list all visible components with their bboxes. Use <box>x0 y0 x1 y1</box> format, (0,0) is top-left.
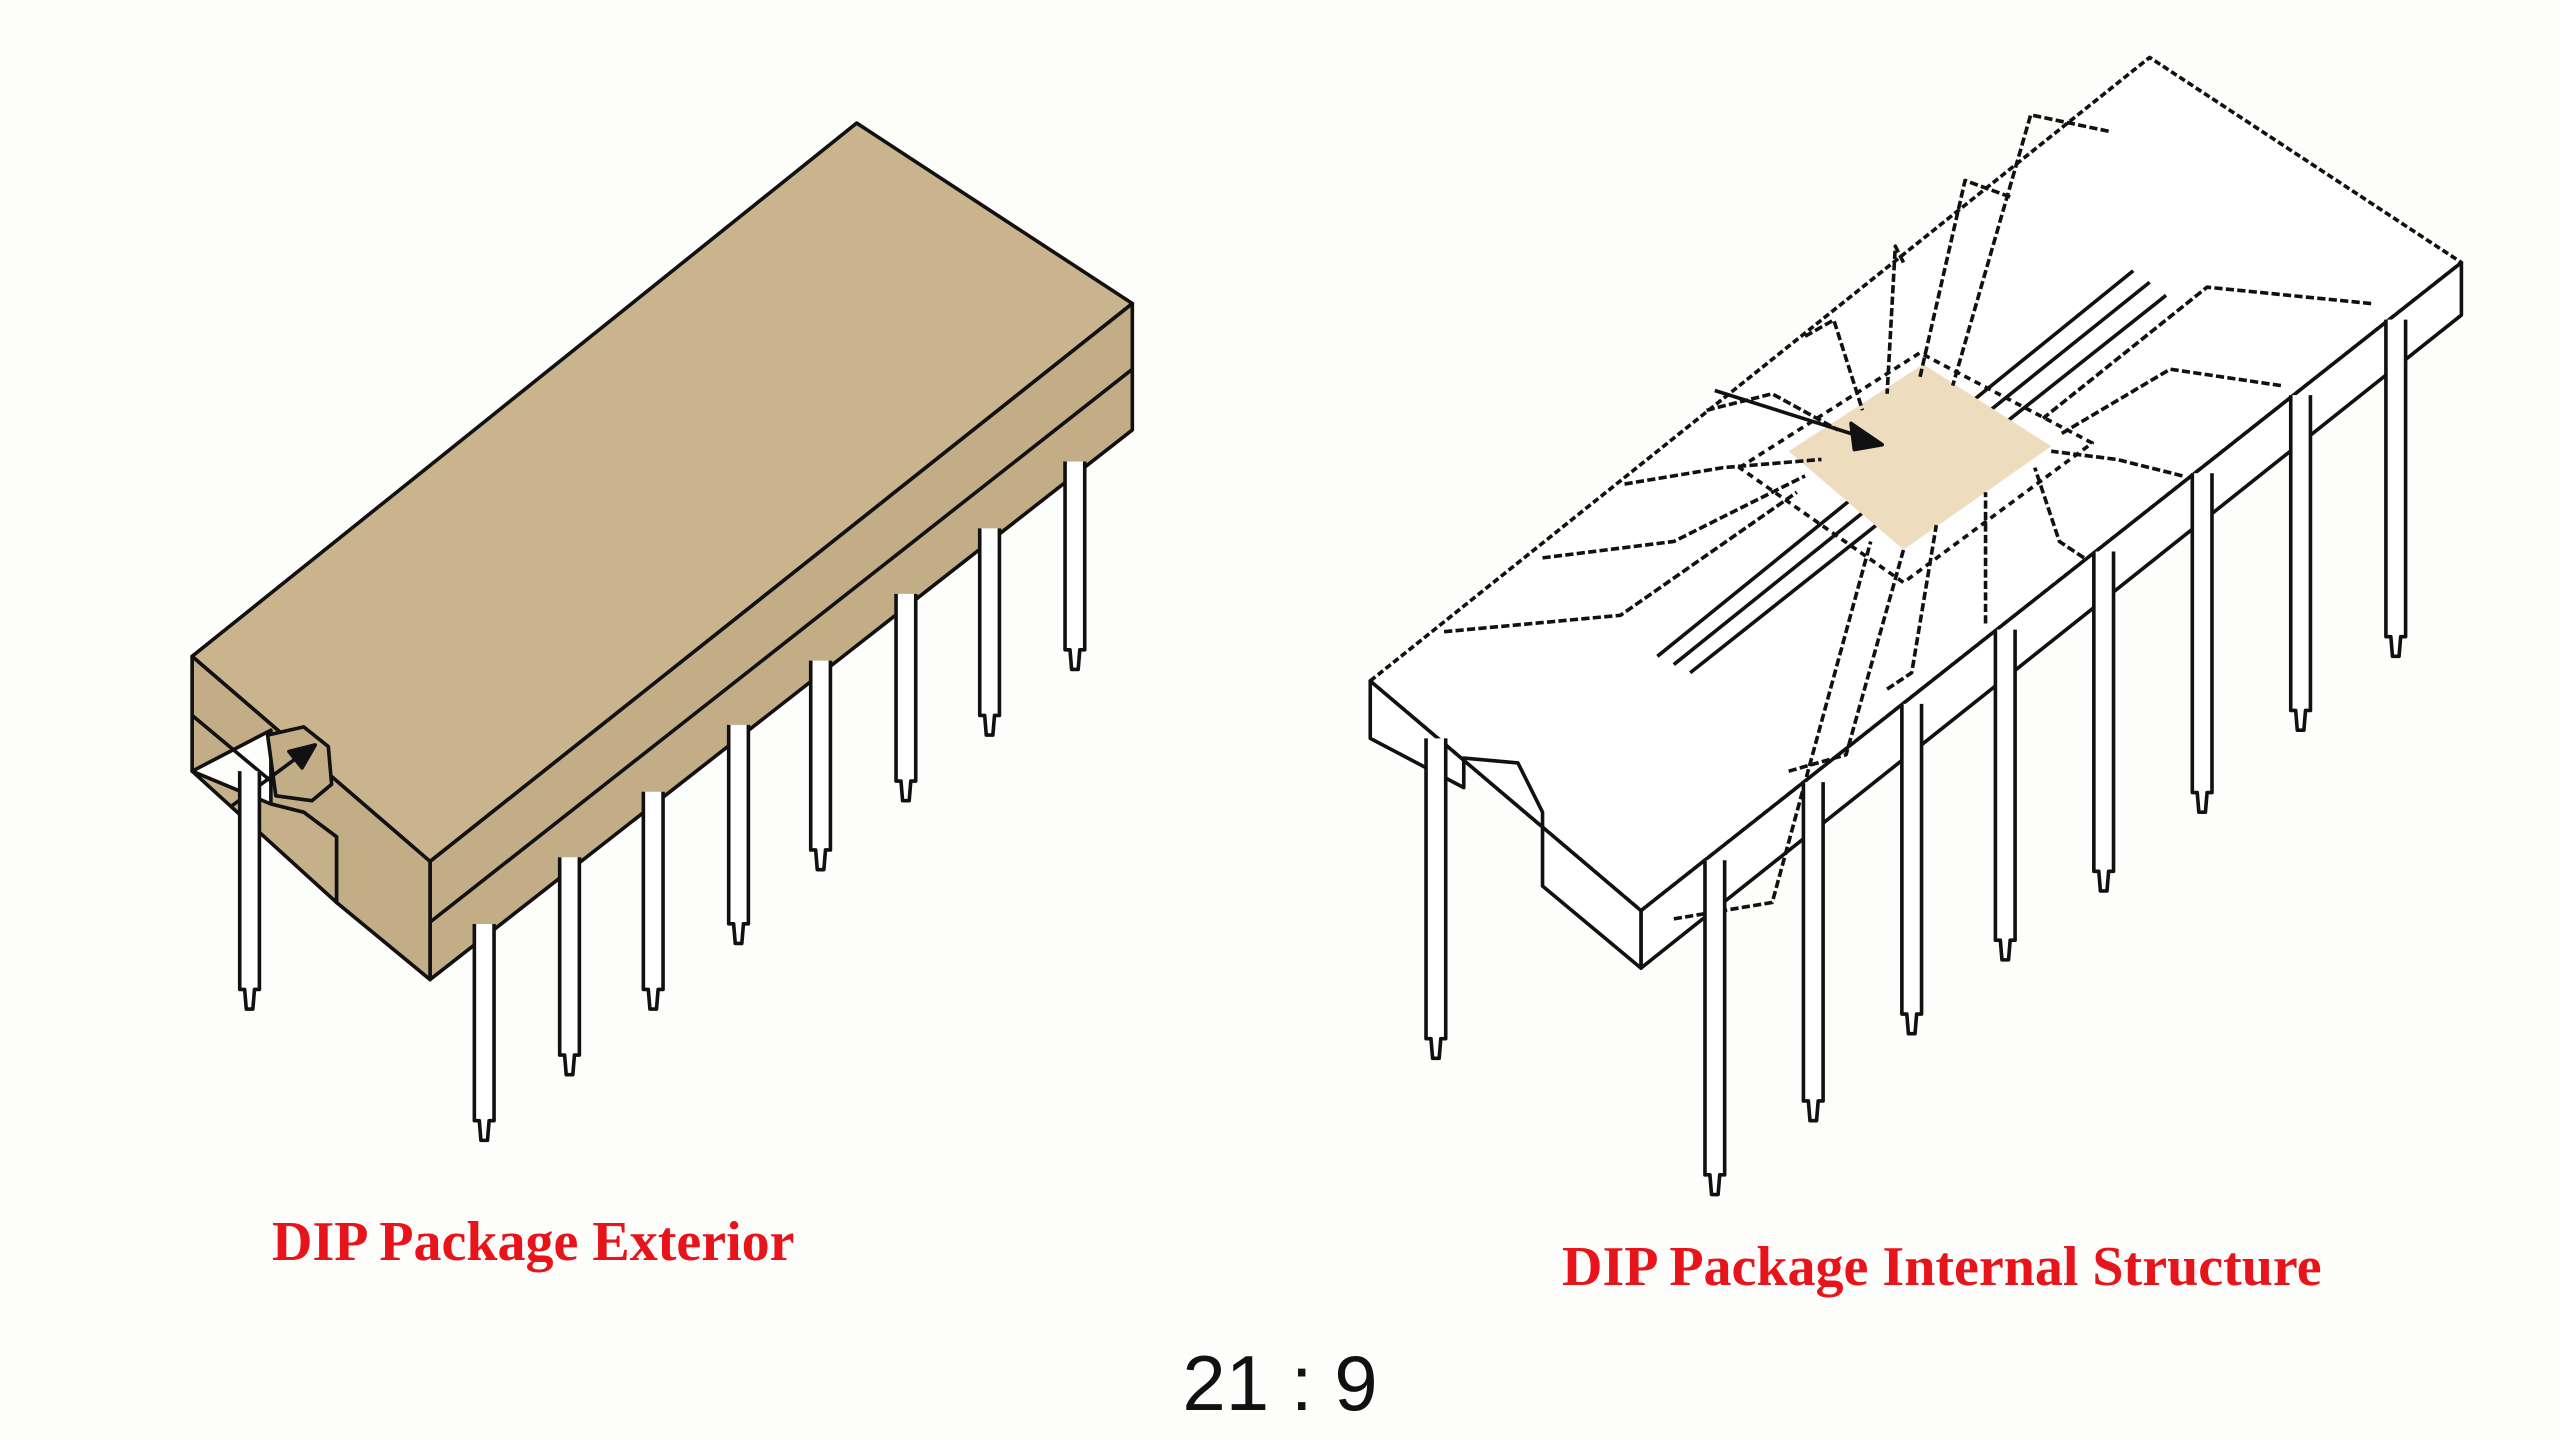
lead-frame-trace <box>1706 391 1839 432</box>
pin <box>1703 860 1727 1197</box>
lead-frame-trace <box>1443 490 1798 634</box>
caption-internal: DIP Package Internal Structure <box>1562 1236 2322 1298</box>
silicon-die <box>1788 364 2052 550</box>
pin <box>2190 473 2214 815</box>
lead-frame-trace <box>1673 540 1873 921</box>
pin <box>2384 319 2408 659</box>
caption-exterior: DIP Package Exterior <box>272 1211 795 1273</box>
aspect-ratio-label: 21 : 9 <box>1182 1339 1378 1427</box>
lead-frame-trace <box>2041 285 2372 420</box>
pin <box>1900 703 1924 1036</box>
exterior-pins <box>237 461 1087 1143</box>
lead-frame-trace <box>1788 549 1906 773</box>
lead-frame-trace <box>2033 467 2086 560</box>
pin <box>1424 738 1448 1061</box>
lead-frame-trace <box>1885 244 1906 394</box>
lead-frame-trace <box>1918 178 2011 378</box>
pin <box>977 528 1002 737</box>
pin <box>237 771 262 1011</box>
pin <box>726 724 751 946</box>
lead-frame-trace <box>1804 318 1865 411</box>
pin <box>1801 782 1825 1123</box>
pin <box>2288 395 2313 732</box>
bond-wires <box>1443 113 2372 921</box>
die-arrow-head <box>1849 421 1884 452</box>
pin <box>2092 551 2116 893</box>
dip-exterior-illustration <box>190 121 1135 1143</box>
pin <box>641 791 665 1011</box>
lead-frame-trace <box>1886 524 1939 691</box>
pin <box>472 924 496 1143</box>
pin <box>1063 461 1087 672</box>
pin <box>557 857 582 1077</box>
dip-internal-illustration <box>1368 55 2464 1197</box>
die-cavity <box>1737 350 2095 585</box>
lead-frame-trace <box>1951 113 2109 387</box>
pin1-arrow-head <box>287 743 318 770</box>
pin <box>1993 629 2017 962</box>
pin <box>894 593 918 803</box>
exterior-seam-front <box>428 367 1134 924</box>
internal-pins <box>1424 319 2408 1197</box>
lead-frame-trace <box>1624 457 1822 486</box>
exterior-seam-end <box>190 714 273 783</box>
pin <box>808 660 833 872</box>
die-arrow-icon <box>1714 388 1872 442</box>
lead-frame-trace <box>2058 367 2282 437</box>
lead-frame-trace <box>1542 474 1806 560</box>
